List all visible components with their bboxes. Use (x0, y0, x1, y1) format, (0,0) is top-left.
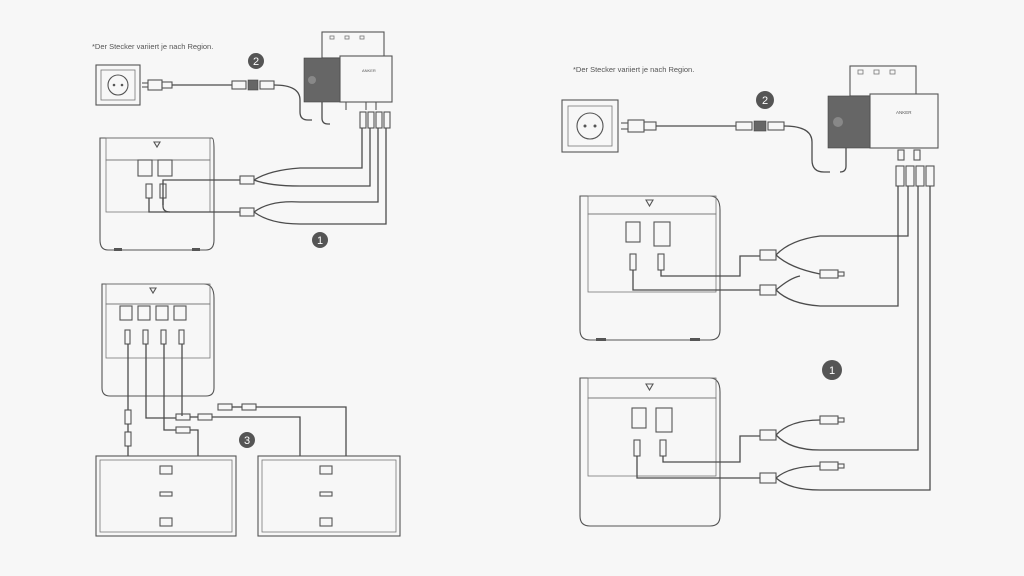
wall-socket-left (95, 64, 141, 106)
pv-cable-2 (145, 344, 176, 419)
step-badge-left-1: 1 (312, 232, 328, 248)
inverter-brand-right: ANKER (896, 110, 912, 115)
svg-text:1: 1 (829, 365, 835, 377)
battery-unit-upper-right (579, 195, 721, 341)
battery-cable-upper-left (162, 179, 240, 205)
y-splitter-lower-right-1 (759, 186, 919, 451)
solar-panel-1 (95, 455, 237, 537)
inverter-dc-ports-left (359, 111, 391, 129)
inverter-brand-left: ANKER (362, 68, 376, 73)
battery-unit-lower-left (101, 283, 215, 397)
inverter-dc-ports-right (895, 149, 935, 187)
ac-connector-left (231, 79, 275, 91)
region-note-left: *Der Stecker variiert je nach Region. (92, 42, 214, 51)
y-splitter-upper-left (239, 128, 371, 187)
step-badge-left-2: 2 (248, 53, 264, 69)
battery-unit-left (99, 137, 215, 251)
pv-cable-3 (163, 344, 176, 431)
battery-cable-upper-right-b (632, 270, 760, 291)
battery-cable-lower-right-a (662, 435, 760, 463)
step-badge-right-2: 2 (756, 91, 774, 109)
svg-text:1: 1 (317, 235, 323, 247)
inverter-right: ANKER (827, 65, 939, 173)
battery-unit-lower-right (579, 377, 721, 527)
battery-cable-lower-right-b (636, 456, 760, 479)
ac-cable-loop-right (783, 125, 830, 173)
svg-text:2: 2 (253, 56, 259, 68)
battery-cable-a-left (148, 198, 240, 213)
plug-right (621, 119, 657, 133)
region-note-right: *Der Stecker variiert je nach Region. (573, 65, 695, 74)
ac-connector-right (735, 120, 785, 132)
y-splitter-upper-right-1 (759, 186, 909, 279)
solar-panel-2 (257, 455, 401, 537)
battery-cable-b-left (162, 198, 171, 213)
plug-left (142, 79, 173, 91)
battery-cable-upper-right-a (660, 255, 760, 277)
inverter-left: ANKER (303, 31, 393, 125)
y-splitter-lower-right-2 (759, 186, 931, 491)
step-badge-left-3: 3 (239, 432, 255, 448)
wall-socket-right (561, 99, 619, 153)
ac-cable-loop-left (273, 84, 312, 121)
y-splitter-lower-left (239, 128, 387, 225)
pv-extension-connectors (124, 403, 257, 447)
svg-text:3: 3 (244, 435, 250, 447)
y-splitter-upper-right-2 (759, 186, 899, 307)
svg-text:2: 2 (762, 95, 768, 107)
step-badge-right-1: 1 (822, 360, 842, 380)
